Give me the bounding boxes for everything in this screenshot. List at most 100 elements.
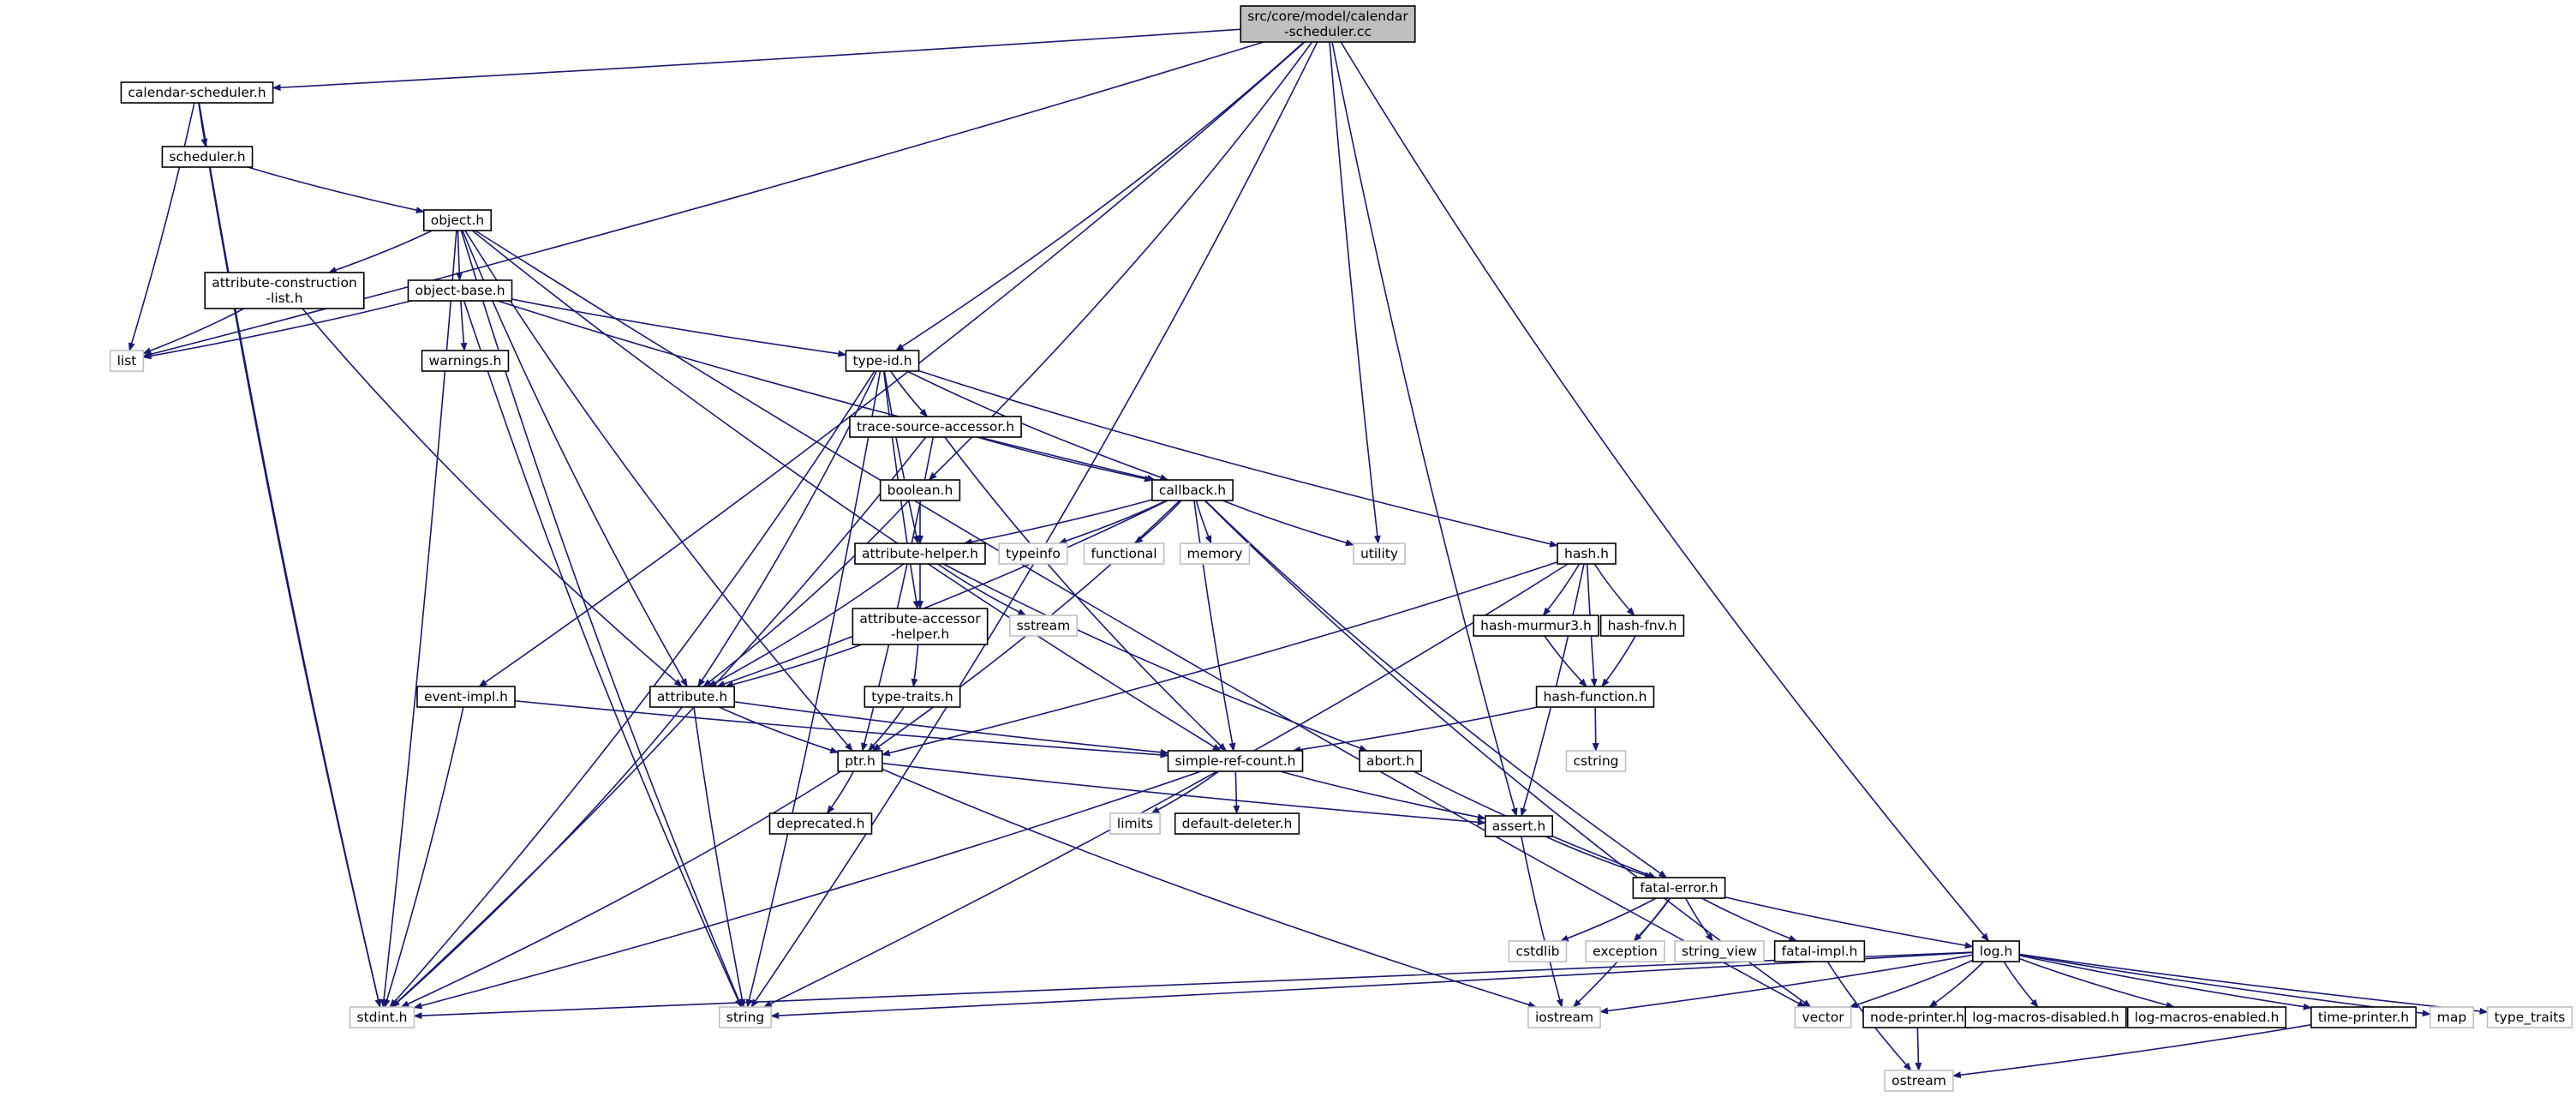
node-simple-ref-count-h[interactable]: simple-ref-count.h <box>1167 750 1304 772</box>
node-label: default-deleter.h <box>1182 816 1293 831</box>
node-label: attribute-construction <box>212 275 357 291</box>
edge-attribute-h-to-string <box>693 706 746 1008</box>
edge-hash-fnv-h-to-hash-function-h <box>1601 635 1636 687</box>
node-deprecated-h[interactable]: deprecated.h <box>768 812 873 835</box>
node-label: log-macros-disabled.h <box>1972 1010 2119 1025</box>
node-label: utility <box>1360 546 1398 561</box>
node-label: -scheduler.cc <box>1284 24 1372 39</box>
edge-root-to-utility <box>1329 41 1381 544</box>
edge-simple-ref-count-h-to-assert-h <box>1280 770 1486 821</box>
edge-ptr-h-to-stdint-h <box>400 770 842 1008</box>
node-label: sstream <box>1017 618 1070 633</box>
edge-root-to-calendar-scheduler-h <box>272 28 1241 92</box>
node-label: iostream <box>1535 1010 1593 1025</box>
node-ptr-h[interactable]: ptr.h <box>837 750 883 772</box>
node-label: callback.h <box>1159 483 1226 498</box>
node-box <box>718 1006 773 1028</box>
node-limits: limits <box>1109 812 1161 835</box>
node-box <box>161 146 254 168</box>
node-box <box>1083 543 1165 565</box>
node-box <box>1473 614 1599 637</box>
node-box <box>2310 1006 2417 1028</box>
node-default-deleter-h[interactable]: default-deleter.h <box>1174 812 1300 835</box>
node-hash-murmur3-h[interactable]: hash-murmur3.h <box>1473 614 1599 637</box>
edges <box>128 28 2489 1079</box>
node-log-macros-disabled-h[interactable]: log-macros-disabled.h <box>1964 1006 2127 1028</box>
node-object-h[interactable]: object.h <box>422 209 493 231</box>
node-label: cstring <box>1573 753 1618 769</box>
edge-fatal-error-h-to-log-h <box>1724 896 1974 949</box>
edge-callback-h-to-utility <box>1222 500 1354 547</box>
node-abort-h[interactable]: abort.h <box>1359 750 1422 772</box>
node-scheduler-h[interactable]: scheduler.h <box>161 146 254 168</box>
node-boolean-h[interactable]: boolean.h <box>879 479 961 501</box>
edge-log-h-to-type-traits <box>2019 953 2489 1015</box>
node-attribute-construction-list-h[interactable]: attribute-construction-list.h <box>204 272 365 309</box>
edge-attribute-h-to-stdint-h <box>391 706 684 1008</box>
node-attribute-h[interactable]: attribute.h <box>649 686 735 708</box>
edge-object-h-to-simple-ref-count-h <box>471 230 1222 752</box>
node-time-printer-h[interactable]: time-printer.h <box>2310 1006 2417 1028</box>
node-label: -list.h <box>266 291 302 306</box>
edge-type-id-h-to-callback-h <box>906 370 1169 481</box>
node-calendar-scheduler-h[interactable]: calendar-scheduler.h <box>120 81 274 104</box>
node-label: type-id.h <box>852 353 911 369</box>
edge-callback-h-to-typeinfo <box>1058 500 1168 544</box>
node-typeinfo: typeinfo <box>998 543 1068 565</box>
edge-hash-h-to-string <box>762 563 1569 1008</box>
edge-hash-murmur3-h-to-hash-function-h <box>1544 635 1587 687</box>
node-hash-function-h[interactable]: hash-function.h <box>1535 686 1655 708</box>
node-warnings-h[interactable]: warnings.h <box>421 350 510 372</box>
node-trace-source-accessor-h[interactable]: trace-source-accessor.h <box>849 416 1022 438</box>
node-label: type-traits.h <box>871 689 953 704</box>
edge-trace-source-accessor-h-to-callback-h <box>977 436 1153 483</box>
node-label: vector <box>1802 1010 1844 1025</box>
node-box <box>1884 1070 1954 1092</box>
node-type-traits-h[interactable]: type-traits.h <box>864 686 961 708</box>
node-object-base-h[interactable]: object-base.h <box>407 279 513 302</box>
node-type-traits: type_traits <box>2486 1006 2573 1028</box>
node-box <box>852 608 989 645</box>
node-map: map <box>2429 1006 2475 1028</box>
nodes: src/core/model/calendar-scheduler.cccale… <box>109 5 2573 1092</box>
node-label: exception <box>1593 944 1658 959</box>
node-fatal-error-h[interactable]: fatal-error.h <box>1632 877 1726 899</box>
edge-node-printer-h-to-ostream <box>1915 1027 1922 1071</box>
node-label: -helper.h <box>891 626 949 642</box>
edge-trace-source-accessor-h-to-stdint-h <box>391 436 927 1008</box>
node-assert-h[interactable]: assert.h <box>1485 815 1553 837</box>
node-string-view: string_view <box>1674 940 1765 962</box>
node-exception: exception <box>1585 940 1665 962</box>
node-log-h[interactable]: log.h <box>1972 940 2020 962</box>
edge-object-h-to-ptr-h <box>464 230 853 752</box>
node-attribute-helper-h[interactable]: attribute-helper.h <box>854 543 986 565</box>
node-attribute-accessor-helper-h[interactable]: attribute-accessor-helper.h <box>852 608 989 645</box>
edge-type-id-h-to-hash-h <box>918 369 1558 548</box>
node-hash-h[interactable]: hash.h <box>1557 543 1617 565</box>
node-label: log.h <box>1980 944 2012 959</box>
node-box <box>879 479 961 501</box>
node-log-macros-enabled-h[interactable]: log-macros-enabled.h <box>2126 1006 2287 1028</box>
edge-object-h-to-object-base-h <box>456 230 463 281</box>
edge-callback-h-to-simple-ref-count-h <box>1193 500 1236 752</box>
node-box <box>1485 815 1553 837</box>
edge-object-base-h-to-list <box>142 300 412 360</box>
node-type-id-h[interactable]: type-id.h <box>845 350 920 372</box>
node-fatal-impl-h[interactable]: fatal-impl.h <box>1773 940 1866 962</box>
node-hash-fnv-h[interactable]: hash-fnv.h <box>1599 614 1685 637</box>
edge-trace-source-accessor-h-to-simple-ref-count-h <box>944 436 1227 752</box>
node-cstring: cstring <box>1565 750 1627 772</box>
node-box <box>421 350 510 372</box>
node-event-impl-h[interactable]: event-impl.h <box>416 686 516 708</box>
edge-hash-h-to-ptr-h <box>881 560 1558 757</box>
edge-type-traits-h-to-ptr-h <box>868 706 905 752</box>
node-label: hash.h <box>1564 546 1609 561</box>
edge-event-impl-h-to-stdint-h <box>383 706 464 1008</box>
node-box <box>854 543 986 565</box>
node-node-printer-h[interactable]: node-printer.h <box>1862 1006 1972 1028</box>
edge-type-id-h-to-string <box>745 370 882 1008</box>
edge-type-id-h-to-attribute-helper-h <box>883 370 920 544</box>
node-callback-h[interactable]: callback.h <box>1151 479 1234 501</box>
node-label: hash-murmur3.h <box>1480 618 1592 633</box>
